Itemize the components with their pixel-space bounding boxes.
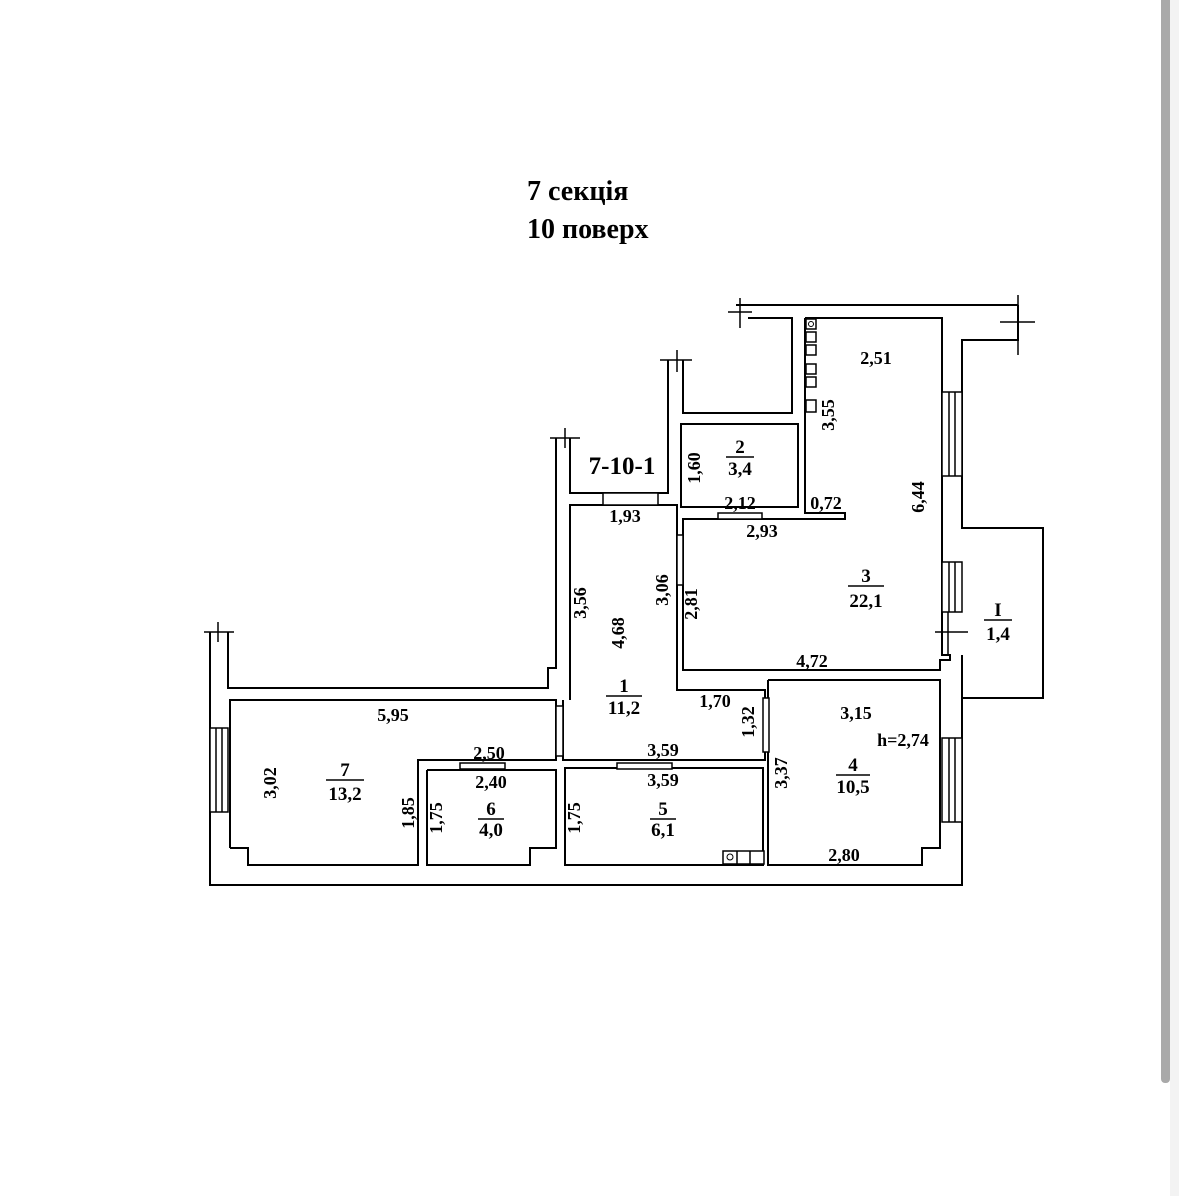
room-label: 13,2 — [328, 784, 361, 805]
dimension-label: 2,12 — [724, 493, 756, 513]
dimension-label: 3,37 — [771, 757, 791, 789]
dimension-label: 5,95 — [377, 705, 409, 725]
window-right-bottom — [941, 737, 963, 823]
room-label: 4 — [848, 755, 858, 776]
dimension-label: 1,70 — [699, 691, 731, 711]
plan-line — [722, 850, 765, 865]
dimension-label: 3,56 — [570, 587, 590, 619]
room-label: 22,1 — [849, 591, 882, 612]
room-label: 2 — [735, 437, 745, 458]
vertical-scrollbar[interactable] — [1161, 0, 1170, 1083]
dimension-label: 0,72 — [810, 493, 842, 513]
plan-line — [805, 376, 817, 388]
plan-line — [555, 705, 564, 757]
room-4: 410,5 — [836, 755, 870, 798]
plan-line — [767, 679, 941, 866]
apartment-id: 7-10-1 — [589, 453, 656, 480]
axis-ticks — [204, 295, 1035, 655]
room-2: 23,4 — [726, 437, 754, 480]
plan-line — [602, 492, 659, 506]
dimension-label: 2,93 — [746, 521, 778, 541]
room-label: 3,4 — [728, 459, 752, 480]
plan-line — [229, 699, 557, 866]
plan-line — [805, 363, 817, 375]
room-label: 1,4 — [986, 624, 1010, 645]
room-label: I — [994, 600, 1001, 621]
room-label: 5 — [658, 799, 668, 820]
room-label: 4,0 — [479, 820, 503, 841]
plan-line — [805, 331, 817, 343]
dimension-label: 3,06 — [652, 574, 672, 606]
ventilation-shaft-icon — [805, 318, 817, 413]
dimension-label: 4,68 — [608, 617, 628, 649]
plan-line — [805, 344, 817, 356]
dimension-label: 3,55 — [818, 399, 838, 431]
dimension-label: 2,40 — [475, 772, 507, 792]
plan-line — [941, 737, 963, 823]
room-3: 322,1 — [848, 566, 884, 612]
plan-line — [227, 438, 557, 689]
plan-line — [717, 512, 763, 520]
room-labels: 111,2 23,4 322,1 410,5 56,1 64,0 713,2 I… — [326, 437, 1012, 841]
plan-line — [941, 391, 963, 477]
dimension-label: 3,02 — [260, 767, 280, 799]
plan-line — [726, 853, 734, 861]
room-label: 10,5 — [836, 777, 869, 798]
plan-line — [805, 399, 817, 413]
plan-line — [682, 317, 793, 414]
dimension-label: 2,81 — [681, 588, 701, 620]
dimension-label: 6,44 — [908, 481, 928, 513]
doors — [459, 492, 770, 770]
room-7: 713,2 — [326, 760, 364, 805]
dimension-label: 3,59 — [647, 740, 679, 760]
room-5: 56,1 — [650, 799, 676, 841]
dimension-label: 1,85 — [398, 797, 418, 829]
room-1: 111,2 — [606, 676, 642, 719]
window-left — [209, 727, 229, 813]
room-label: 1 — [619, 676, 629, 697]
dimension-labels: 2,51 3,55 1,60 2,12 0,72 1,93 2,93 6,44 … — [260, 348, 929, 865]
room-label: 11,2 — [608, 698, 640, 719]
dimension-label: h=2,74 — [877, 730, 929, 750]
plan-line — [680, 423, 799, 508]
plan-line — [426, 769, 557, 866]
window-right-top — [941, 391, 963, 477]
dimension-label: 1,60 — [684, 452, 704, 484]
plan-line — [805, 318, 817, 330]
room-6: 64,0 — [478, 799, 504, 841]
plan-line — [459, 762, 506, 770]
stove-icon — [722, 850, 765, 865]
plan-line — [562, 504, 766, 761]
dimension-label: 2,50 — [473, 743, 505, 763]
dimension-label: 1,75 — [564, 802, 584, 834]
dimension-label: 1,75 — [426, 802, 446, 834]
dimension-label: 1,32 — [738, 706, 758, 738]
plan-line — [941, 561, 963, 613]
window-balcony-door — [941, 561, 963, 613]
plan-line — [682, 317, 951, 671]
dimension-label: 3,15 — [840, 703, 872, 723]
plan-line — [676, 534, 684, 586]
room-label: 7 — [340, 760, 350, 781]
balcony-I: I 1,4 — [984, 600, 1012, 645]
plan-line — [762, 697, 770, 753]
windows — [209, 391, 963, 823]
plan-line — [808, 321, 814, 327]
dimension-label: 2,51 — [860, 348, 892, 368]
dimension-label: 2,80 — [828, 845, 860, 865]
section-title: 7 секція — [527, 176, 629, 207]
room-label: 6 — [486, 799, 496, 820]
plan-line — [209, 727, 229, 813]
viewer-gutter — [1170, 0, 1179, 1196]
plan-line — [616, 762, 673, 770]
room-label: 6,1 — [651, 820, 675, 841]
dimension-label: 1,93 — [609, 506, 641, 526]
room-label: 3 — [861, 566, 871, 587]
floor-title: 10 поверх — [527, 214, 649, 245]
dimension-label: 3,59 — [647, 770, 679, 790]
dimension-label: 4,72 — [796, 651, 828, 671]
